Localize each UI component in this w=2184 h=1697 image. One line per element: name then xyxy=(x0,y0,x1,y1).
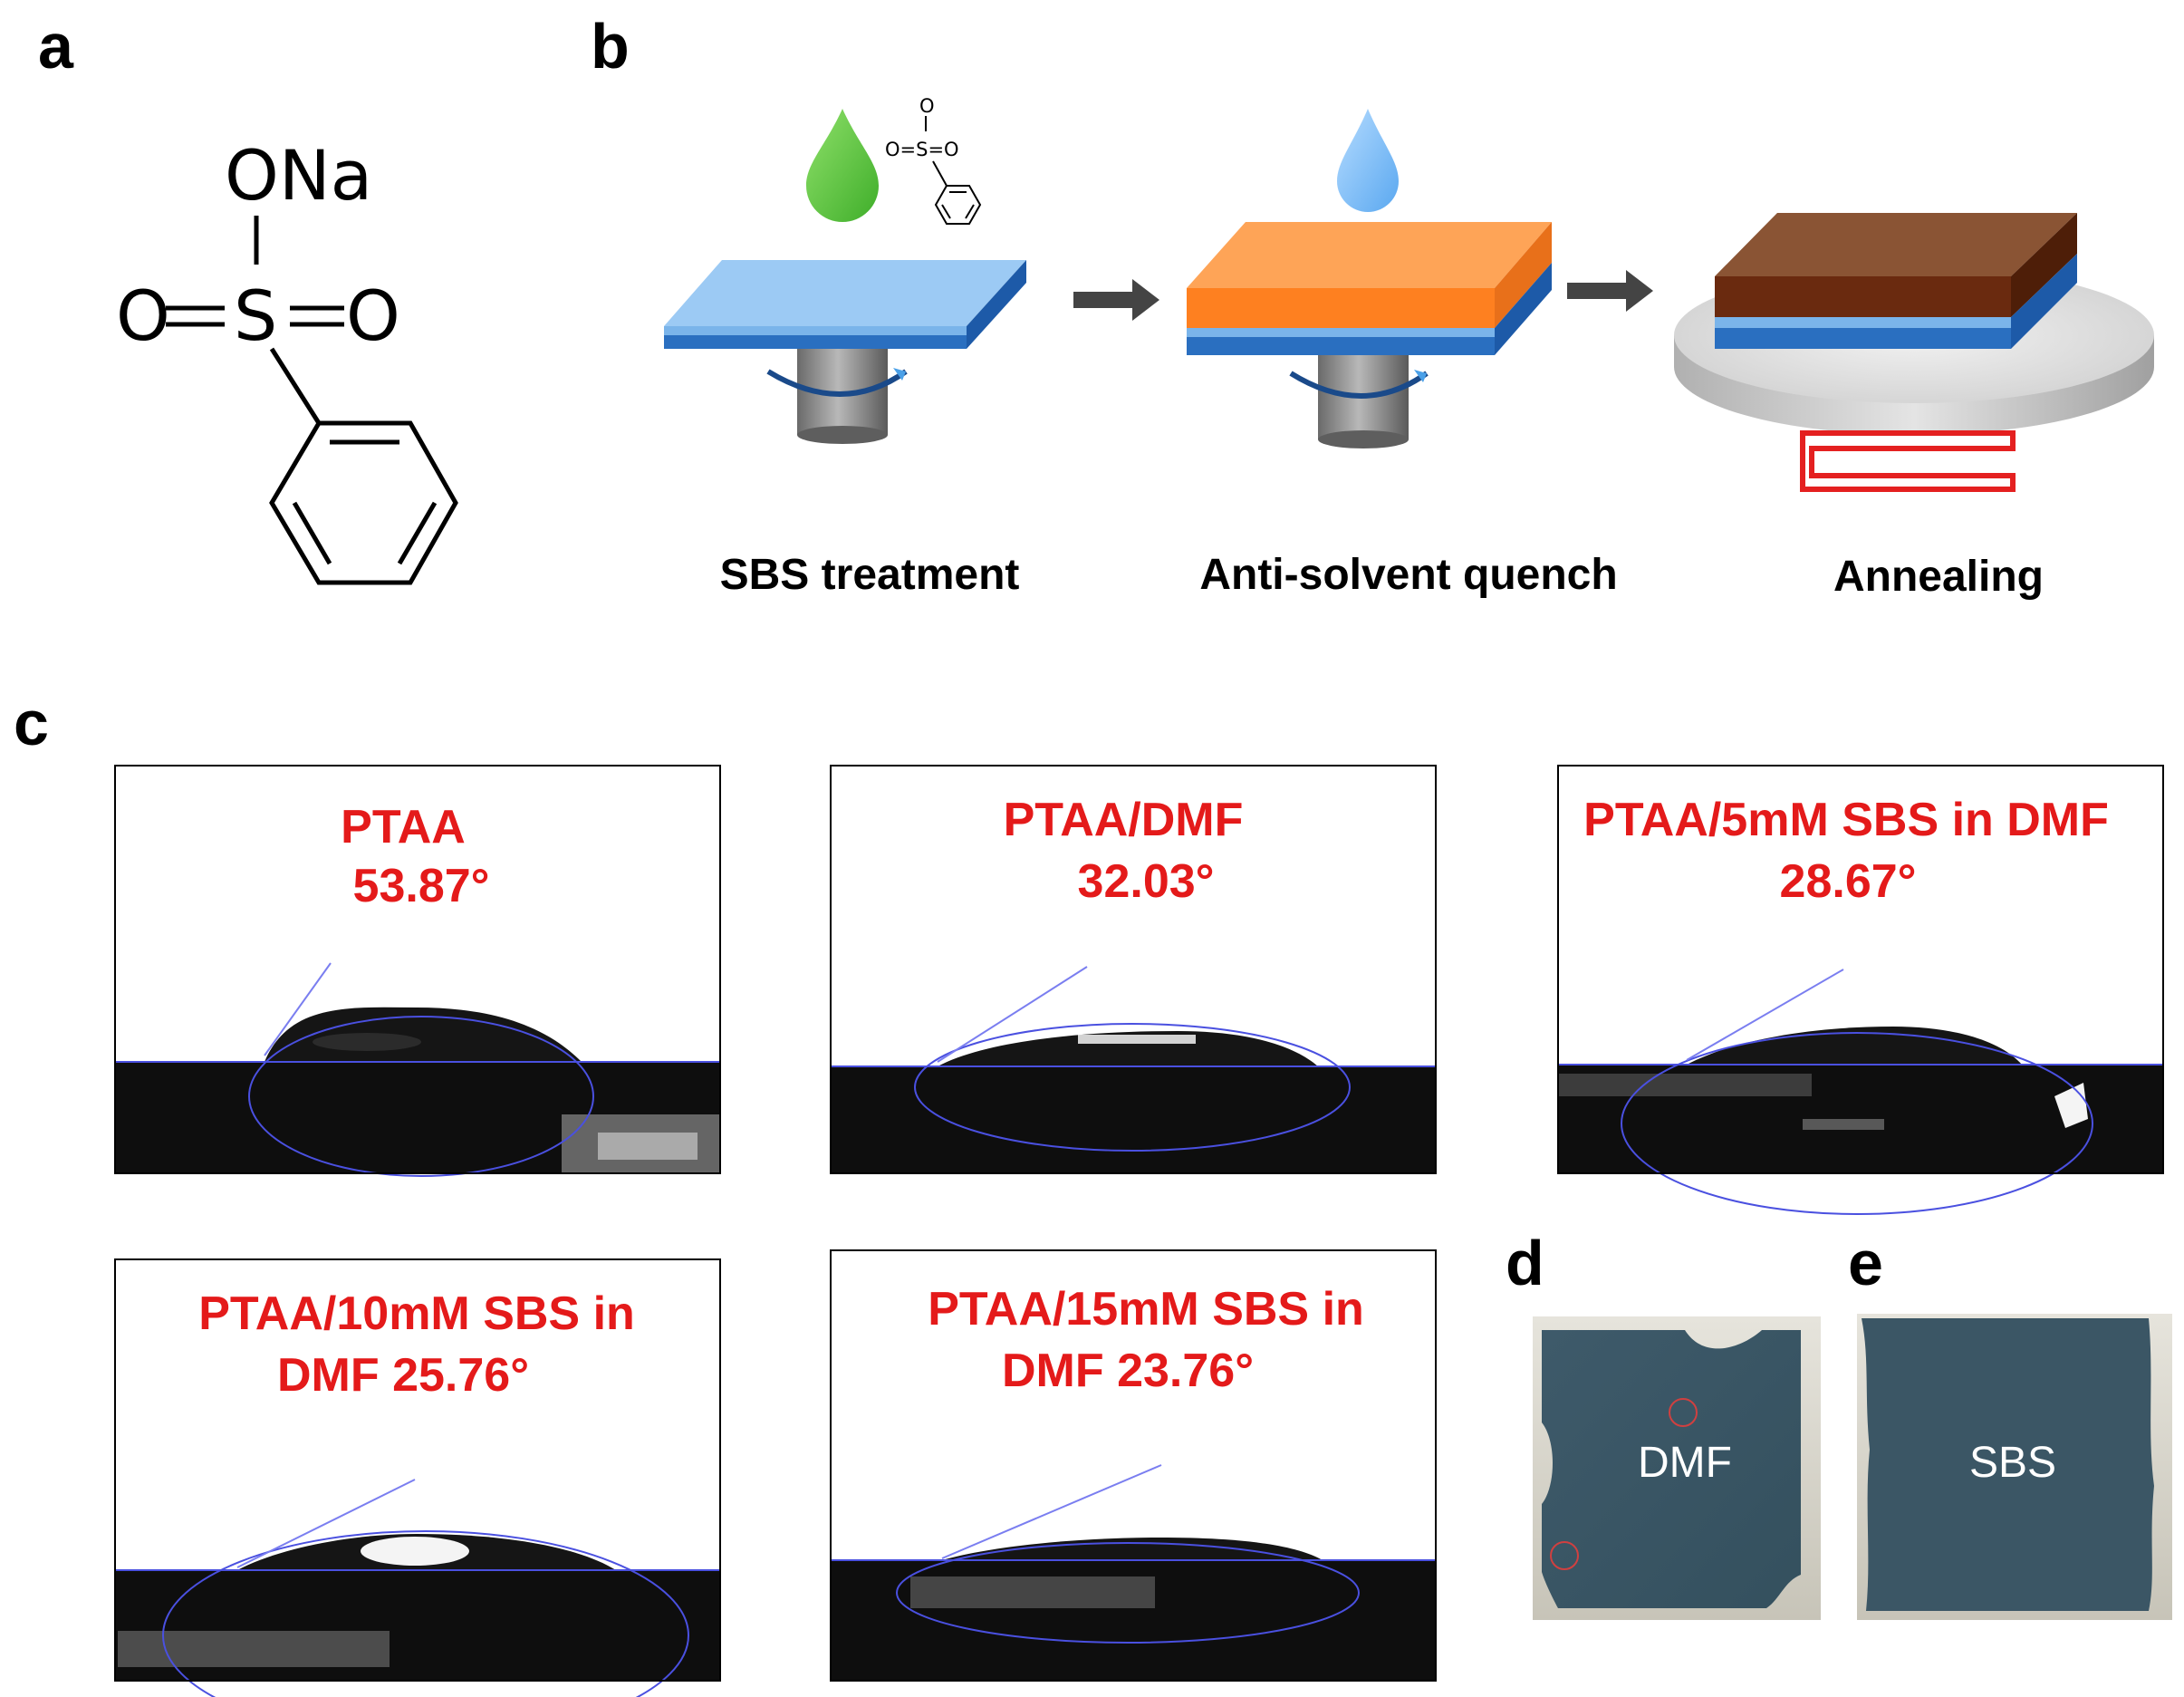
svg-text:O=S=O: O=S=O xyxy=(885,139,959,160)
ca-label-15mm-sbs-line1: PTAA/15mM SBS in xyxy=(928,1283,1364,1335)
contact-angle-image-ptaa: PTAA 53.87° xyxy=(114,765,721,1177)
film-photo-dmf: DMF xyxy=(1533,1316,1821,1620)
contact-angle-image-15mm-sbs: PTAA/15mM SBS in DMF 23.76° xyxy=(830,1249,1437,1682)
step-anti-solvent-quench: Anti-solvent quench xyxy=(1187,109,1618,599)
ca-label-15mm-sbs-line2: DMF 23.76° xyxy=(1002,1345,1254,1397)
sodium-benzenesulfonate-structure: ONa O S O xyxy=(116,135,458,585)
oxygen-left-label: O xyxy=(116,275,170,356)
step-sbs-treatment: O O=S=O SBS treatment xyxy=(664,95,1026,599)
panel-label-a: a xyxy=(38,11,74,82)
ca-label-10mm-sbs-line2: DMF 25.76° xyxy=(277,1349,529,1402)
sbs-film-area xyxy=(1862,1318,2154,1611)
step-annealing: Annealing xyxy=(1674,213,2154,601)
heater-coil-icon xyxy=(1800,430,2016,492)
contact-angle-image-5mm-sbs: PTAA/5mM SBS in DMF 28.67° xyxy=(1557,765,2164,1215)
film-label-sbs: SBS xyxy=(1969,1439,2056,1487)
svg-text:O: O xyxy=(919,95,935,117)
film-label-dmf: DMF xyxy=(1638,1439,1732,1487)
ca-label-10mm-sbs-line1: PTAA/10mM SBS in xyxy=(198,1287,635,1340)
ca-label-5mm-sbs-line2: 28.67° xyxy=(1780,855,1917,908)
contact-angle-image-10mm-sbs: PTAA/10mM SBS in DMF 25.76° xyxy=(114,1258,721,1697)
step-label-sbs-treatment: SBS treatment xyxy=(720,551,1020,599)
sodium-oxide-label: ONa xyxy=(225,135,372,216)
dmf-film-area xyxy=(1542,1330,1801,1608)
ca-label-ptaa-dmf-line1: PTAA/DMF xyxy=(1004,794,1244,846)
panel-label-d: d xyxy=(1506,1228,1544,1298)
step-label-annealing: Annealing xyxy=(1833,553,2044,601)
sbs-structure-inset-icon: O O=S=O xyxy=(885,95,982,225)
ca-label-ptaa-line2: 53.87° xyxy=(353,860,490,912)
panel-label-c: c xyxy=(14,688,49,758)
ca-label-ptaa-line1: PTAA xyxy=(341,801,466,853)
ca-label-5mm-sbs-line1: PTAA/5mM SBS in DMF xyxy=(1583,794,2109,846)
blue-droplet-icon xyxy=(1337,109,1399,212)
step-label-anti-solvent-quench: Anti-solvent quench xyxy=(1199,551,1617,599)
panel-label-e: e xyxy=(1848,1228,1883,1298)
benzene-ring xyxy=(269,420,458,585)
green-droplet-icon xyxy=(806,109,879,222)
contact-angle-image-ptaa-dmf: PTAA/DMF 32.03° xyxy=(830,765,1437,1174)
process-arrow-2-icon xyxy=(1567,270,1653,312)
sulfur-label: S xyxy=(234,275,277,356)
panel-label-b: b xyxy=(591,11,630,82)
ca-label-ptaa-dmf-line2: 32.03° xyxy=(1078,855,1215,908)
oxygen-right-label: O xyxy=(346,275,400,356)
film-photo-sbs: SBS xyxy=(1857,1314,2172,1620)
process-arrow-1-icon xyxy=(1073,279,1159,321)
